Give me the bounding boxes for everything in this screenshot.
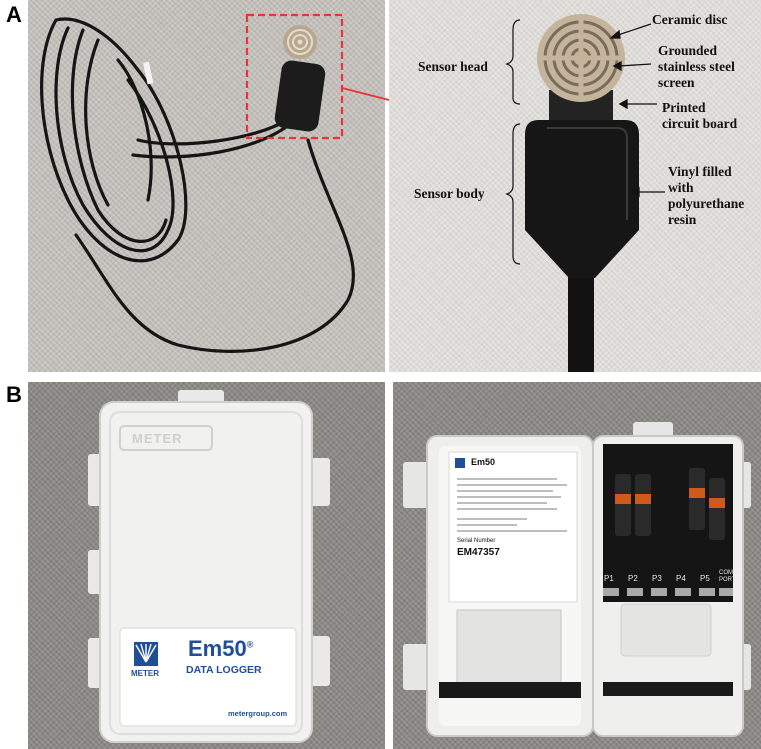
panel-label-b: B: [6, 382, 22, 407]
em50-text: Em50: [188, 636, 247, 661]
panel-label-a: A: [6, 2, 22, 27]
label-screen-1: Grounded: [658, 43, 718, 58]
open-lid-title: Em50: [471, 457, 496, 467]
port-label-comm: COMM PORT: [719, 570, 738, 583]
meter-brand-label: METER: [131, 669, 159, 678]
sensor-overview-photo: [28, 0, 385, 372]
label-sensor-body: Sensor body: [414, 186, 485, 201]
label-pcb-1: Printed: [662, 100, 706, 115]
logger-open-drawing: [403, 422, 751, 737]
port-label-p3: P3: [652, 574, 662, 583]
label-screen-3: screen: [658, 75, 695, 90]
serial-number-value: EM47357: [457, 547, 500, 558]
logger-closed-photo: METER METER Em50® DATA LOGGER metergroup…: [28, 382, 385, 749]
metergroup-url: metergroup.com: [228, 709, 288, 718]
em50-product-name: Em50®: [188, 636, 253, 662]
label-pcb-2: circuit board: [662, 116, 738, 131]
port-label-p2: P2: [628, 574, 638, 583]
label-vinyl-2: with: [668, 180, 694, 195]
label-vinyl-1: Vinyl filled: [668, 164, 732, 179]
port-label-p4: P4: [676, 574, 686, 583]
port-label-p1: P1: [604, 574, 614, 583]
data-logger-subtitle: DATA LOGGER: [186, 664, 262, 676]
port-label-p5: P5: [700, 574, 710, 583]
label-vinyl-4: resin: [668, 212, 697, 227]
logger-open-photo: Em50 Serial Number EM47357 P1 P2 P3 P4 P…: [393, 382, 761, 749]
label-vinyl-3: polyurethane: [668, 196, 745, 211]
sensor-zoom-photo: [389, 0, 761, 372]
logger-closed-drawing: [88, 390, 330, 743]
sensor-cable-drawing: [40, 13, 355, 353]
label-sensor-head: Sensor head: [418, 59, 488, 74]
registered-mark: ®: [246, 639, 254, 650]
sensor-zoom-drawing: [505, 14, 665, 372]
lid-emboss-text: METER: [132, 431, 183, 446]
label-ceramic-disc: Ceramic disc: [652, 12, 728, 27]
serial-number-label: Serial Number: [457, 538, 496, 544]
label-screen-2: stainless steel: [658, 59, 735, 74]
